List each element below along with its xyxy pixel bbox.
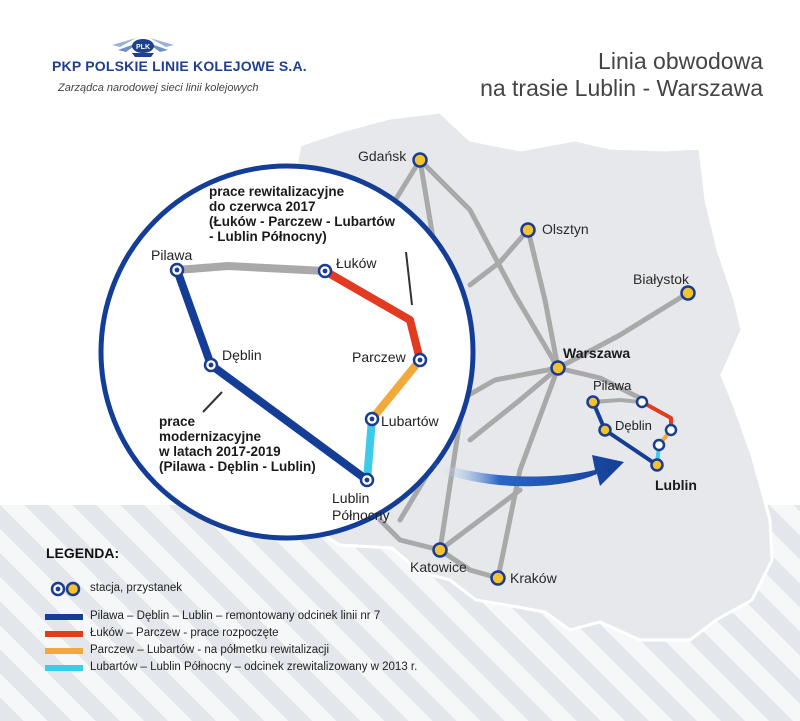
annotation-modernization-line: (Pilawa - Dęblin - Lublin) [159, 459, 316, 474]
city-label-katowice: Katowice [410, 559, 467, 575]
zoom-label-lublin-line2: Północny [332, 507, 390, 523]
zoom-label-deblin: Dęblin [222, 347, 262, 363]
railway-network [327, 157, 691, 581]
zoom-circle [98, 163, 476, 541]
station-gdansk [412, 152, 428, 168]
annotation-revitalization-line: do czerwca 2017 [209, 199, 316, 214]
brand-tagline: Zarządca narodowej sieci linii kolejowyc… [58, 82, 259, 94]
station-mini-lublin [650, 458, 664, 472]
annotation-leaders [202, 251, 413, 413]
annotation-revitalization: prace rewitalizacyjne do czerwca 2017 (Ł… [209, 184, 395, 244]
zoom-label-pilawa: Pilawa [151, 247, 193, 263]
station-krakow [490, 570, 506, 586]
annotation-revitalization-line: (Łuków - Parczew - Lubartów [209, 214, 396, 229]
city-label-olsztyn: Olsztyn [542, 221, 589, 237]
annotation-modernization-line: w latach 2017-2019 [159, 444, 281, 459]
city-stations [412, 152, 696, 586]
annotation-revitalization-line: prace rewitalizacyjne [209, 184, 345, 199]
plk-logo-icon [112, 38, 174, 57]
legend-item-parczew-lubartow: Parczew – Lubartów - na półmetku rewital… [90, 644, 330, 656]
title-line-2: na trasie Lublin - Warszawa [480, 75, 763, 101]
mini-label-pilawa: Pilawa [593, 378, 632, 393]
mini-label-lublin: Lublin [655, 477, 697, 493]
zoom-label-parczew: Parczew [352, 349, 406, 365]
mini-stops [635, 395, 678, 452]
zoom-station-centers [174, 267, 423, 483]
annotation-modernization: prace modernizacyjne w latach 2017-2019 … [159, 414, 316, 474]
logo-text: PLK [136, 44, 150, 51]
legend-item-pilawa-deblin-lublin: Pilawa – Dęblin – Lublin – remontowany o… [90, 610, 381, 622]
zoom-label-lublin-polnocny: Lublin Północny [332, 490, 390, 524]
page-title: Linia obwodowa na trasie Lublin - Warsza… [480, 48, 763, 102]
brand-name: PKP POLSKIE LINIE KOLEJOWE S.A. [52, 58, 307, 74]
station-olsztyn [520, 222, 536, 238]
legend-title: LEGENDA: [46, 545, 120, 561]
city-label-bialystok: Białystok [633, 271, 690, 287]
zoom-label-lubartow: Lubartów [381, 413, 439, 429]
city-label-gdansk: Gdańsk [358, 148, 407, 164]
zoom-label-lublin-line1: Lublin [332, 490, 370, 506]
legend-symbols [45, 581, 83, 671]
city-label-krakow: Kraków [510, 570, 557, 586]
station-mini-deblin [598, 423, 612, 437]
zoom-label-lukow: Łuków [336, 255, 377, 271]
annotation-modernization-line: prace [159, 414, 196, 429]
annotation-modernization-line: modernizacyjne [159, 429, 262, 444]
mini-label-deblin: Dęblin [615, 418, 652, 433]
annotation-revitalization-line: - Lublin Północny) [209, 229, 327, 244]
city-label-warszawa: Warszawa [563, 345, 631, 361]
legend-item-lubartow-lublin: Lubartów – Lublin Północny – odcinek zre… [90, 661, 418, 673]
station-bialystok [680, 285, 696, 301]
legend-item-station: stacja, przystanek [90, 582, 183, 594]
zoom-arrow [432, 455, 624, 487]
title-line-1: Linia obwodowa [598, 48, 763, 74]
station-mini-pilawa [586, 395, 600, 409]
station-warszawa [550, 360, 566, 376]
legend-item-lukow-parczew: Łuków – Parczew - prace rozpoczęte [90, 627, 279, 639]
station-katowice [432, 542, 448, 558]
